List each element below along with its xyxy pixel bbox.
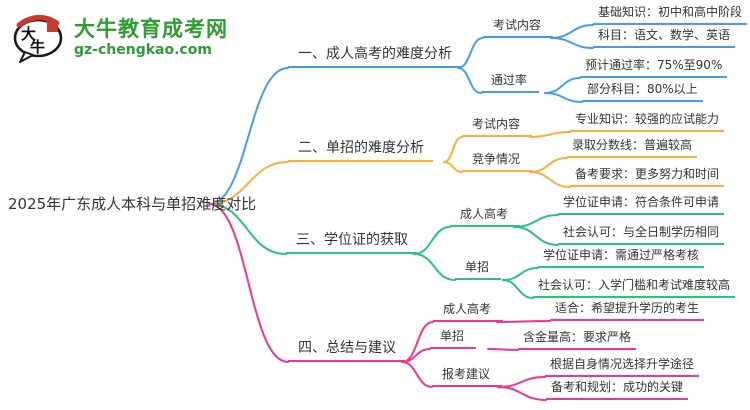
sub-node-2-1: 考试内容 — [462, 116, 533, 137]
leaf-node: 备考要求：更多努力和时间 — [570, 166, 725, 187]
sub-node-3-1: 成人高考 — [450, 206, 521, 227]
root-node: 2025年广东成人本科与单招难度对比 — [8, 195, 257, 213]
leaf-node: 部分科目：80%以上 — [582, 81, 703, 102]
leaf-node: 学位证申请：需通过严格考核 — [538, 247, 705, 268]
branch-node-3: 三、学位证的获取 — [286, 231, 417, 254]
leaf-node: 学位证申请：符合条件可申请 — [558, 194, 725, 215]
leaf-node: 基础知识：初中和高中阶段 — [593, 4, 748, 25]
brand-logo: 大 牛 大牛教育成考网 gz-chengkao.com — [10, 12, 228, 64]
sub-node-4-2: 单招 — [430, 328, 477, 349]
leaf-node: 预计通过率：75%至90% — [580, 57, 728, 78]
leaf-node: 根据自身情况选择升学途径 — [545, 356, 700, 377]
leaf-node: 备考和规划：成功的关键 — [546, 379, 689, 400]
sub-node-4-3: 报考建议 — [432, 366, 503, 387]
leaf-node: 录取分数线：普遍较高 — [567, 137, 698, 158]
daniu-logo-icon: 大 牛 — [13, 15, 63, 63]
logo-seal — [47, 21, 58, 32]
leaf-node: 专业知识：较强的应试能力 — [570, 111, 725, 132]
site-name: 大牛教育成考网 — [74, 16, 228, 41]
branch-node-2: 二、单招的难度分析 — [288, 139, 433, 162]
sub-node-1-2: 通过率 — [481, 72, 540, 93]
leaf-node: 含金量高：要求严格 — [518, 329, 637, 350]
sub-node-4-1: 成人高考 — [433, 301, 504, 322]
leaf-node: 社会认可：与全日制学历相同 — [558, 224, 725, 245]
site-domain: gz-chengkao.com — [74, 41, 212, 58]
branch-node-4: 四、总结与建议 — [288, 339, 405, 362]
branch-node-1: 一、成人高考的难度分析 — [288, 45, 461, 68]
sub-node-3-2: 单招 — [455, 259, 502, 280]
leaf-node: 适合：希望提升学历的考生 — [550, 300, 705, 321]
sub-node-1-1: 考试内容 — [483, 17, 554, 38]
leaf-node: 社会认可：入学门槛和考试难度较高 — [533, 277, 736, 298]
logo-char-2: 牛 — [30, 38, 45, 56]
leaf-node: 科目：语文、数学、英语 — [593, 27, 736, 48]
logo-char-1: 大 — [21, 25, 36, 43]
sub-node-2-2: 竞争情况 — [462, 151, 533, 172]
